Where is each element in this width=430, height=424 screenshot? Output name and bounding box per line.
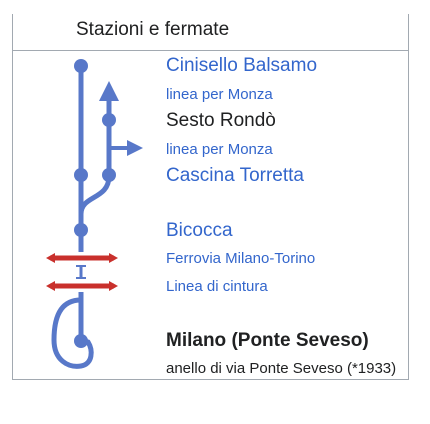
note-anello-ponte-seveso: anello di via Ponte Seveso (*1933) — [166, 360, 397, 377]
station-dot-cascina-branch — [102, 168, 116, 182]
crossing-cintura-arrow-left — [46, 281, 55, 291]
route-infobox — [12, 14, 409, 380]
station-sesto-rondo: Sesto Rondò — [166, 110, 276, 131]
station-dot-sesto-rondo — [102, 113, 116, 127]
station-dot-bicocca — [74, 223, 88, 237]
crossing-label-cintura[interactable]: Linea di cintura — [166, 278, 268, 295]
infobox-corner-tick — [408, 14, 409, 22]
header-title: Stazioni e fermate — [76, 19, 230, 40]
station-cinisello-balsamo[interactable]: Cinisello Balsamo — [166, 55, 318, 76]
infobox-header — [13, 14, 408, 51]
station-bicocca[interactable]: Bicocca — [166, 220, 233, 241]
station-dot-ponte-seveso — [74, 334, 88, 348]
station-cascina-torretta[interactable]: Cascina Torretta — [166, 165, 304, 186]
crossing-milano-torino-arrow-right — [109, 253, 118, 263]
station-dot-cinisello — [74, 59, 88, 73]
crossing-label-milano-torino[interactable]: Ferrovia Milano-Torino — [166, 250, 316, 267]
monza-branch — [78, 94, 112, 215]
note-linea-monza-1[interactable]: linea per Monza — [166, 86, 273, 103]
crossing-cintura-arrow-right — [109, 281, 118, 291]
station-dot-cascina-main — [74, 168, 88, 182]
crossing-milano-torino-arrow-left — [46, 253, 55, 263]
ponte-seveso-loop — [51, 297, 94, 369]
station-milano-ponte-seveso: Milano (Ponte Seveso) — [166, 330, 369, 351]
note-linea-monza-2[interactable]: linea per Monza — [166, 141, 273, 158]
